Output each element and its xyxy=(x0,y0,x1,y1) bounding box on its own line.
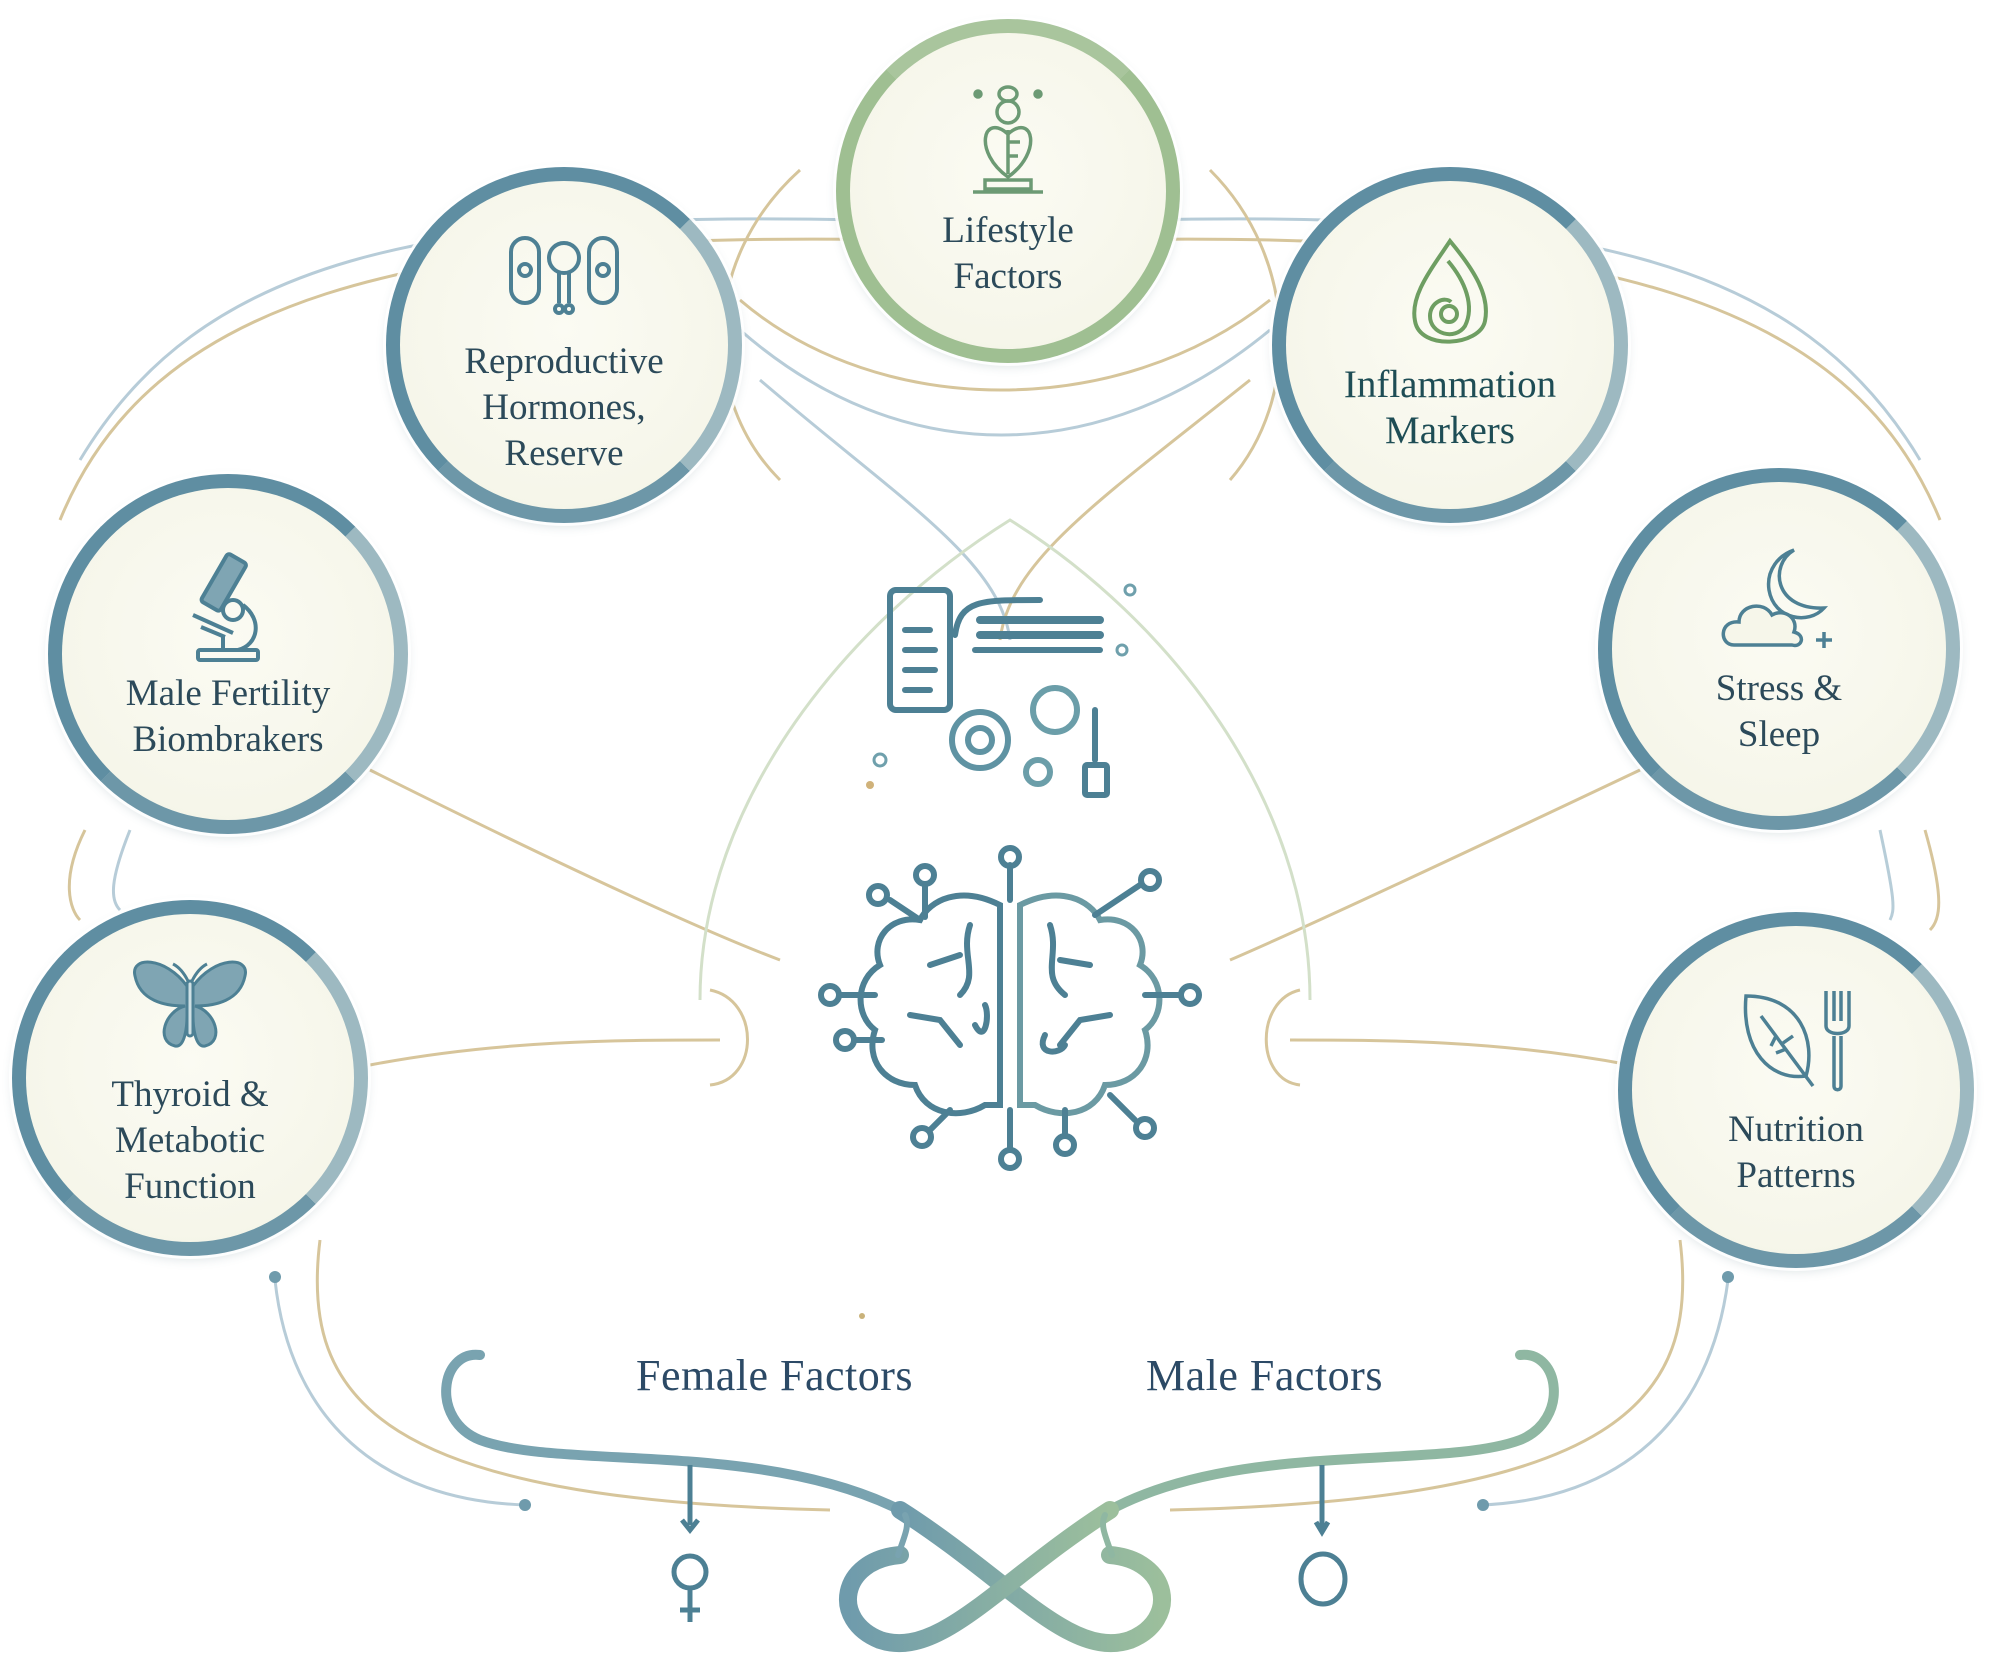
node-label: Thyroid & Metabotic Function xyxy=(111,1074,269,1207)
heart-leaf-figure-icon xyxy=(973,85,1043,194)
brain-circuit-icon xyxy=(818,845,1202,1171)
node-label: Male Fertility Biombrakers xyxy=(125,673,331,760)
node-stress-sleep: Stress & Sleep xyxy=(1598,468,1960,830)
node-lifestyle-factors: Lifestyle Factors xyxy=(836,19,1180,363)
node-label: Inflammation Markers xyxy=(1343,363,1557,452)
infinity-flourish-icon xyxy=(441,1349,1559,1653)
venus-symbol-icon xyxy=(671,1465,709,1622)
flame-spiral-icon xyxy=(1412,237,1488,344)
cloud-moon-icon xyxy=(1721,548,1832,648)
connector-dot xyxy=(1477,1499,1489,1511)
node-inflammation-markers: Inflammation Markers xyxy=(1272,167,1628,523)
node-male-fertility-biomarkers: Male Fertility Biombrakers xyxy=(48,474,408,834)
connector-dot xyxy=(519,1499,531,1511)
node-reproductive-hormones: Reproductive Hormones, Reserve xyxy=(386,167,742,523)
ovary-uterus-icon xyxy=(509,236,619,315)
microscope-icon xyxy=(192,552,260,662)
node-nutrition-patterns: Nutrition Patterns xyxy=(1618,912,1974,1268)
female-factors-label: Female Factors xyxy=(636,1351,914,1400)
node-thyroid-metabolic-function: Thyroid & Metabotic Function xyxy=(12,900,368,1256)
document-gears-icon xyxy=(866,583,1137,798)
node-label: Reproductive Hormones, Reserve xyxy=(464,341,664,474)
male-factors-label: Male Factors xyxy=(1146,1351,1383,1400)
leaf-fork-icon xyxy=(1743,991,1851,1092)
node-label: Lifestyle Factors xyxy=(942,210,1074,297)
node-label: Nutrition Patterns xyxy=(1728,1109,1864,1196)
butterfly-icon xyxy=(133,960,247,1048)
male-circle-icon xyxy=(1298,1465,1348,1607)
node-label: Stress & Sleep xyxy=(1715,668,1843,755)
connector-dot xyxy=(1722,1271,1734,1283)
connector-dot xyxy=(269,1271,281,1283)
